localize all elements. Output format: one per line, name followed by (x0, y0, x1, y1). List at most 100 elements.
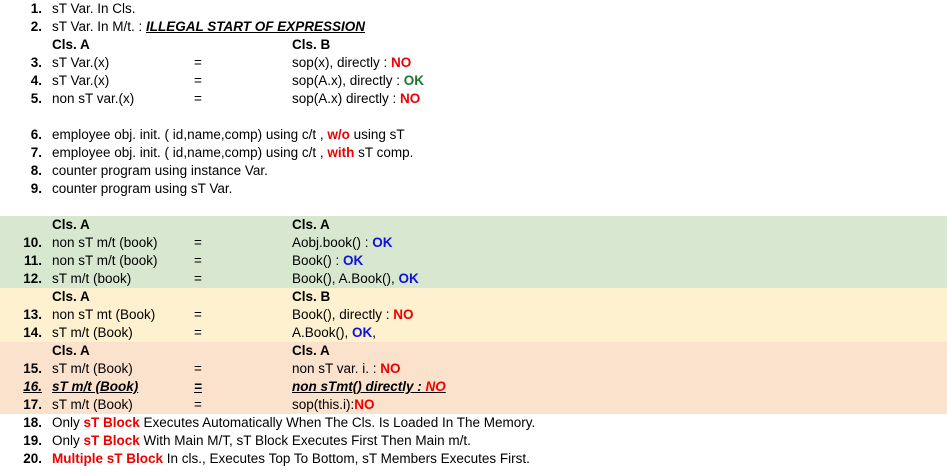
item-number: 6. (30, 127, 42, 142)
list-item-4: 4. sT Var.(x) = sop(A.x), directly : OK (0, 72, 947, 90)
table-row: 17. sT m/t (Book) = sop(this.i):NO (0, 396, 947, 414)
item-col2: sop(this.i):NO (292, 396, 375, 414)
equals-sign: = (194, 73, 202, 88)
verdict-badge: NO (400, 91, 421, 106)
item-number: 1. (30, 1, 42, 16)
item-number: 15. (23, 361, 42, 376)
band-green: Cls. A Cls. A 10. non sT m/t (book) = Ao… (0, 216, 947, 288)
item-col2: sop(x), directly : NO (292, 54, 411, 72)
section-spacer (0, 198, 947, 216)
equals-sign: = (194, 235, 202, 250)
verdict-badge: NO (354, 397, 375, 412)
verdict-badge: OK (403, 73, 425, 88)
item-col2: Book(), A.Book(), OK (292, 270, 419, 288)
column-header-right: Cls. B (292, 289, 331, 304)
equals-sign: = (194, 379, 202, 394)
item-text: sT Var. In M/t. : ILLEGAL START OF EXPRE… (52, 18, 365, 36)
item-col2-tail: , (372, 325, 377, 340)
column-header-left: Cls. A (52, 289, 90, 304)
item-number: 14. (23, 325, 42, 340)
list-item-7: 7. employee obj. init. ( id,name,comp) u… (0, 144, 947, 162)
item-text-emphasis: ILLEGAL START OF EXPRESSION (146, 19, 366, 34)
item-col2-lead: sop(this.i): (292, 397, 355, 412)
equals-sign: = (194, 253, 202, 268)
item-number: 10. (23, 235, 42, 250)
item-text-highlight: Multiple sT Block (52, 451, 164, 466)
column-header-right: Cls. B (292, 37, 331, 52)
item-col2-lead: Book(), directly : (292, 307, 394, 322)
equals-sign: = (194, 397, 202, 412)
table-row: 11. non sT m/t (book) = Book() : OK (0, 252, 947, 270)
item-text-tail: In cls., Executes Top To Bottom, sT Memb… (163, 451, 530, 466)
table-row: 14. sT m/t (Book) = A.Book(), OK, (0, 324, 947, 342)
item-number: 16. (23, 379, 42, 394)
list-item-1: 1. sT Var. In Cls. (0, 0, 947, 18)
item-text-lead: sT Var. In M/t. : (52, 19, 147, 34)
item-col2-lead: Book() : (292, 253, 344, 268)
item-number: 2. (30, 19, 42, 34)
column-header-right: Cls. A (292, 217, 330, 232)
item-text-tail: With Main M/T, sT Block Executes First T… (139, 433, 471, 448)
item-col2-lead: Aobj.book() : (292, 235, 373, 250)
list-item-20: 20. Multiple sT Block In cls., Executes … (0, 450, 947, 468)
item-text-lead: employee obj. init. ( id,name,comp) usin… (52, 145, 328, 160)
item-text: employee obj. init. ( id,name,comp) usin… (52, 126, 405, 144)
list-item-8: 8. counter program using instance Var. (0, 162, 947, 180)
item-text: employee obj. init. ( id,name,comp) usin… (52, 144, 413, 162)
item-number: 11. (23, 253, 42, 268)
item-text-highlight: w/o (327, 127, 350, 142)
list-item-9: 9. counter program using sT Var. (0, 180, 947, 198)
table-row-emphasized: 16. sT m/t (Book) = non sTmt() directly … (0, 378, 947, 396)
item-text: sT Var. In Cls. (52, 1, 136, 16)
item-number: 9. (30, 181, 42, 196)
item-col1: non sT var.(x) (52, 91, 135, 106)
column-header-row: Cls. A Cls. A (0, 342, 947, 360)
section-plain: 1. sT Var. In Cls. 2. sT Var. In M/t. : … (0, 0, 947, 216)
item-col1: sT Var.(x) (52, 55, 110, 70)
item-number: 12. (23, 271, 42, 286)
table-row: 15. sT m/t (Book) = non sT var. i. : NO (0, 360, 947, 378)
list-item-6: 6. employee obj. init. ( id,name,comp) u… (0, 126, 947, 144)
item-text-highlight: sT Block (83, 433, 140, 448)
item-text-lead: Only (52, 415, 84, 430)
item-col1: sT m/t (Book) (52, 379, 139, 394)
column-header-row: Cls. A Cls. B (0, 36, 947, 54)
item-col2: non sT var. i. : NO (292, 360, 401, 378)
column-header-left: Cls. A (52, 343, 90, 358)
list-item-18: 18. Only sT Block Executes Automatically… (0, 414, 947, 432)
item-number: 13. (23, 307, 42, 322)
item-col1: non sT m/t (book) (52, 235, 158, 250)
equals-sign: = (194, 91, 202, 106)
equals-sign: = (194, 361, 202, 376)
item-col2-lead: sop(A.x) directly : (292, 91, 401, 106)
item-text-highlight: sT Block (83, 415, 140, 430)
item-col2: Aobj.book() : OK (292, 234, 393, 252)
item-text-tail: using sT (349, 127, 405, 142)
item-col1: sT m/t (Book) (52, 325, 133, 340)
item-number: 7. (30, 145, 42, 160)
item-text-tail: sT comp. (354, 145, 414, 160)
item-text-lead: Only (52, 433, 84, 448)
item-text-highlight: with (327, 145, 355, 160)
item-text: Only sT Block With Main M/T, sT Block Ex… (52, 432, 471, 450)
column-header-row: Cls. A Cls. B (0, 288, 947, 306)
verdict-badge: OK (352, 325, 373, 340)
item-text-lead: employee obj. init. ( id,name,comp) usin… (52, 127, 328, 142)
verdict-badge: NO (380, 361, 401, 376)
item-number: 8. (30, 163, 42, 178)
section-spacer (0, 108, 947, 126)
verdict-badge: NO (393, 307, 414, 322)
item-col1: sT m/t (Book) (52, 361, 133, 376)
item-col2: Book() : OK (292, 252, 363, 270)
item-col2: sop(A.x) directly : NO (292, 90, 420, 108)
item-number: 19. (23, 433, 42, 448)
verdict-badge: OK (372, 235, 393, 250)
item-col2-lead: non sT var. i. : (292, 361, 381, 376)
list-item-19: 19. Only sT Block With Main M/T, sT Bloc… (0, 432, 947, 450)
item-number: 18. (23, 415, 42, 430)
item-col2: Book(), directly : NO (292, 306, 414, 324)
list-item-2: 2. sT Var. In M/t. : ILLEGAL START OF EX… (0, 18, 947, 36)
table-row: 12. sT m/t (book) = Book(), A.Book(), OK (0, 270, 947, 288)
band-peach: Cls. A Cls. A 15. sT m/t (Book) = non sT… (0, 342, 947, 414)
list-item-3: 3. sT Var.(x) = sop(x), directly : NO (0, 54, 947, 72)
